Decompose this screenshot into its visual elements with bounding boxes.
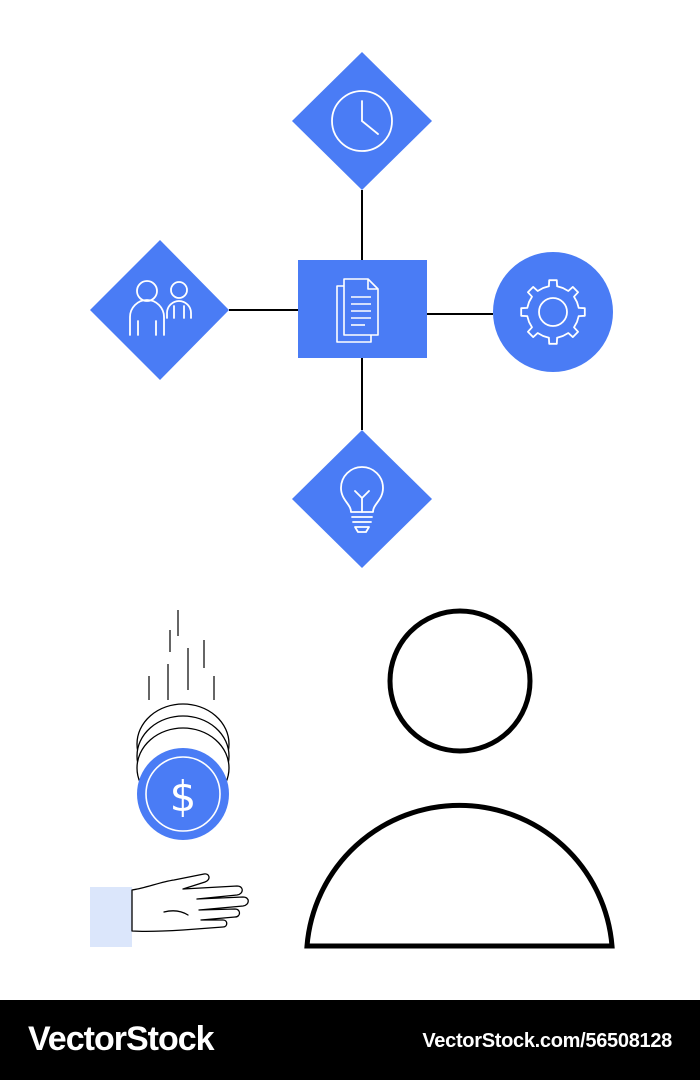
document-icon [336, 278, 379, 343]
hand-cuff [90, 887, 132, 947]
gear-outline [520, 279, 586, 345]
people-node [90, 240, 229, 380]
person-silhouette-icon [304, 608, 615, 949]
watermark-bar: VectorStock VectorStock.com/56508128 [0, 1000, 700, 1080]
motion-lines [148, 610, 215, 700]
dollar-coin-icon: $ [137, 748, 229, 840]
gear-icon [520, 279, 586, 345]
illustration-canvas: $ [90, 52, 615, 949]
connector-lines [229, 190, 493, 430]
dollar-symbol: $ [170, 772, 197, 821]
clock-node [292, 52, 432, 190]
vectorstock-logo: VectorStock [28, 1020, 215, 1058]
gear-node [493, 252, 613, 372]
person-head [387, 608, 533, 754]
lightbulb-node [292, 430, 432, 568]
person-body [304, 802, 615, 949]
open-hand-icon [90, 873, 249, 947]
clock-icon [331, 90, 393, 152]
falling-coin: $ [136, 610, 230, 840]
people-icon [129, 280, 192, 336]
lightbulb-icon [340, 466, 384, 533]
center-document-node [298, 260, 427, 358]
image-id-text: VectorStock.com/56508128 [422, 1030, 672, 1052]
gear-hub [538, 297, 568, 327]
